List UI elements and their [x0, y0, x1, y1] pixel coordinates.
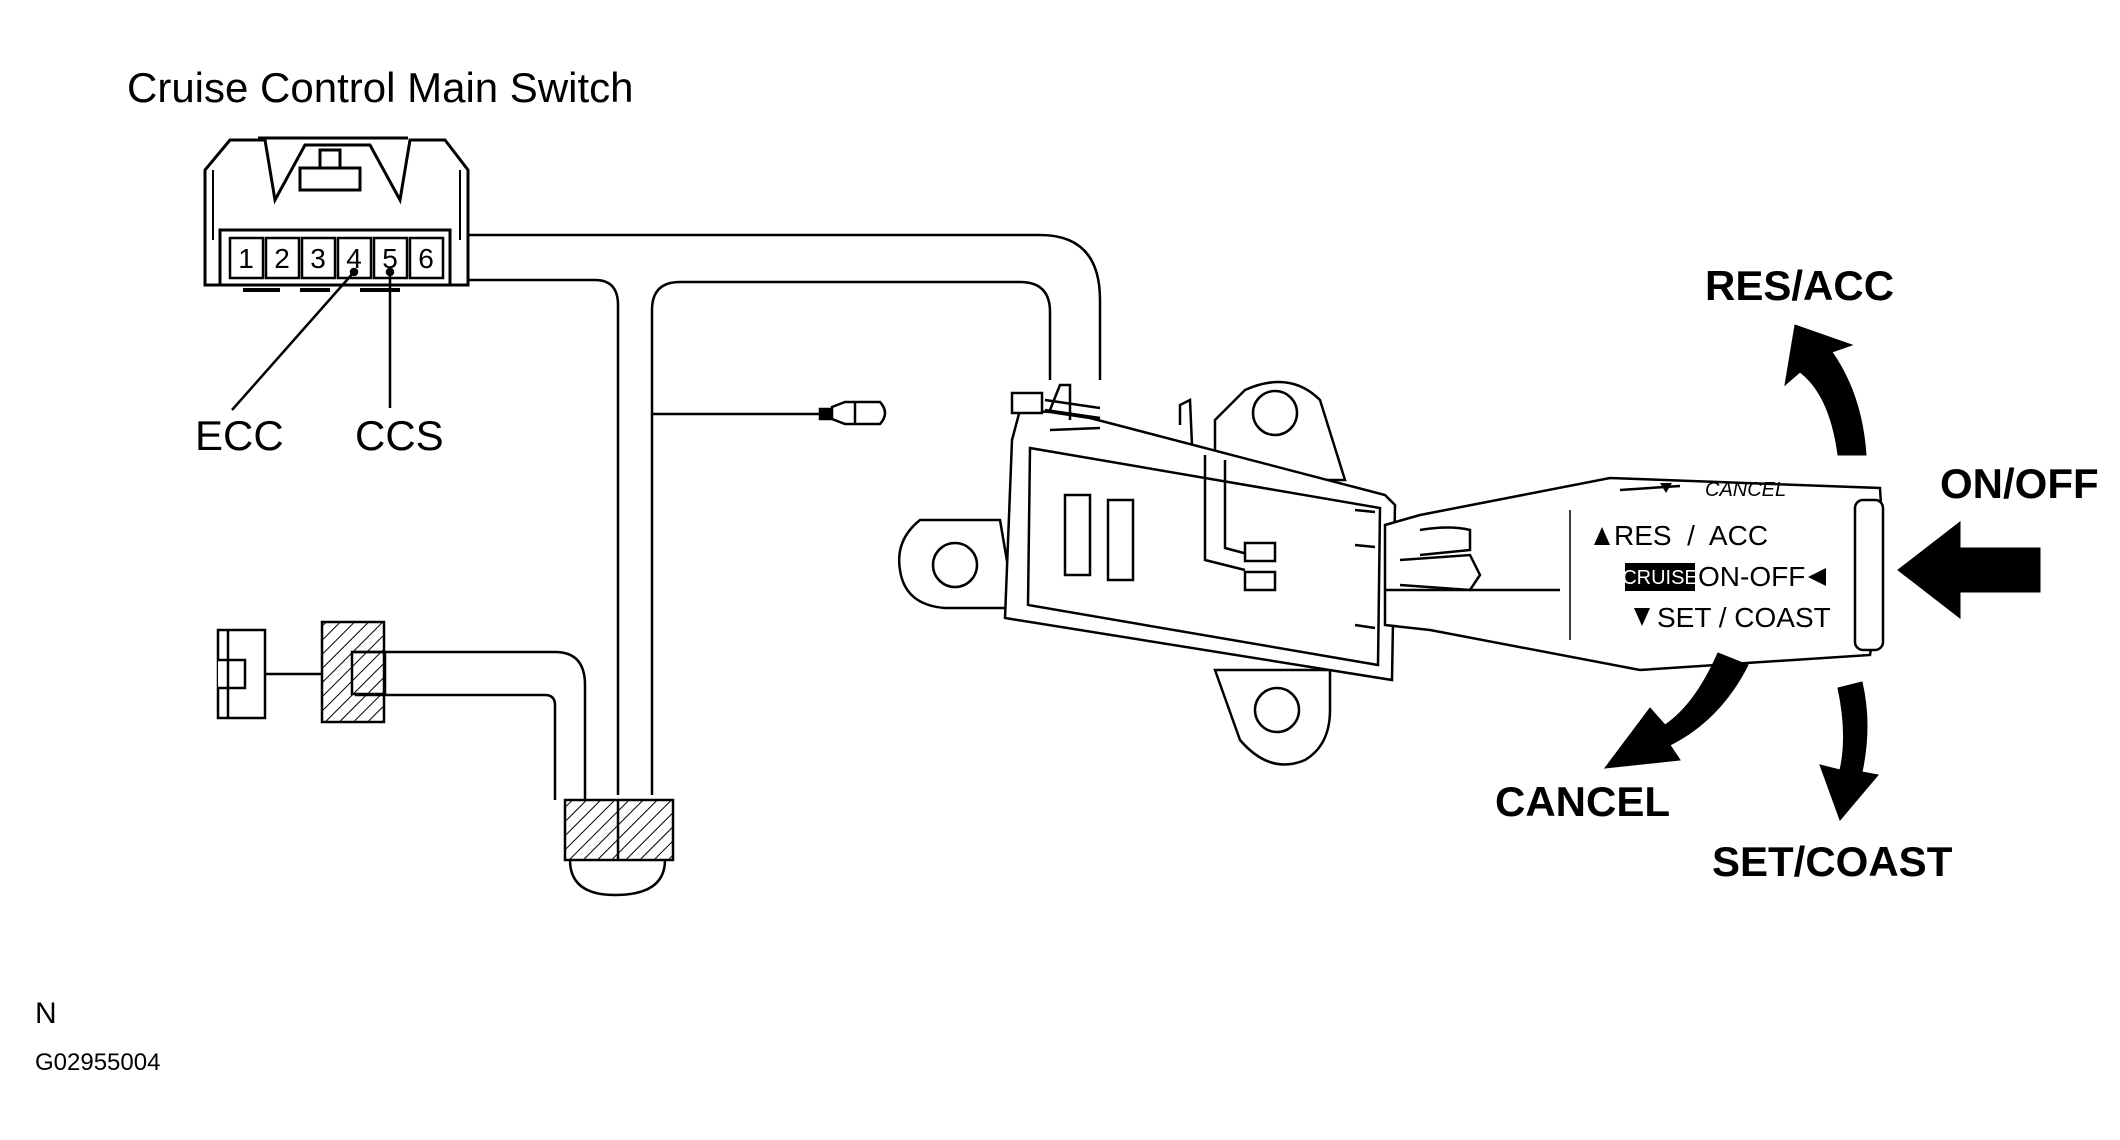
ground-plug	[818, 400, 887, 426]
on-off-label: ON/OFF	[1940, 460, 2099, 507]
figure-code: G02955004	[35, 1049, 161, 1076]
ccs-label: CCS	[355, 412, 444, 459]
pin-box-3	[300, 236, 337, 280]
lever-cancel-label: CANCEL	[1705, 479, 1786, 501]
cruise-badge	[1625, 563, 1695, 591]
operation-arrows	[1603, 324, 2041, 821]
wire-harness	[355, 233, 1102, 897]
pin-6-label: 6	[418, 243, 434, 274]
res-acc-arrow-icon	[1784, 324, 1867, 456]
footer-letter: N	[35, 997, 57, 1030]
set-coast-label: SET/COAST	[1712, 838, 1953, 885]
pin-2-label: 2	[274, 243, 290, 274]
left-connector	[216, 620, 387, 724]
lever-res-acc-label: RES / ACC	[1614, 520, 1768, 551]
pin-box-1	[228, 236, 265, 280]
harness-clamp	[563, 798, 675, 862]
set-coast-arrow-icon	[1819, 681, 1879, 821]
res-acc-label: RES/ACC	[1705, 262, 1895, 309]
cancel-label: CANCEL	[1495, 778, 1670, 825]
left-triangle-icon	[1808, 568, 1826, 586]
lever-cruise-label: CRUISE	[1622, 567, 1698, 589]
lever-markings: CANCEL RES / ACC CRUISE ON-OFF SET / COA…	[1594, 479, 1831, 633]
pin-5-label: 5	[382, 243, 398, 274]
lever-on-off-label: ON-OFF	[1698, 561, 1805, 592]
pin-1-label: 1	[238, 243, 254, 274]
cancel-arrow-icon	[1603, 652, 1749, 769]
lever-set-coast-label: SET / COAST	[1657, 602, 1831, 633]
on-off-arrow-icon	[1897, 520, 2041, 620]
switch-body	[897, 380, 1397, 766]
pin-box-6	[408, 236, 445, 280]
down-triangle-icon	[1634, 608, 1650, 626]
cancel-triangle-icon	[1660, 483, 1672, 493]
leader-lines	[231, 267, 395, 411]
pin-3-label: 3	[310, 243, 326, 274]
ecc-label: ECC	[195, 412, 284, 459]
pin-box-2	[264, 236, 301, 280]
page-title: Cruise Control Main Switch	[127, 64, 634, 111]
up-triangle-icon	[1594, 527, 1610, 545]
pin-4-label: 4	[346, 243, 362, 274]
